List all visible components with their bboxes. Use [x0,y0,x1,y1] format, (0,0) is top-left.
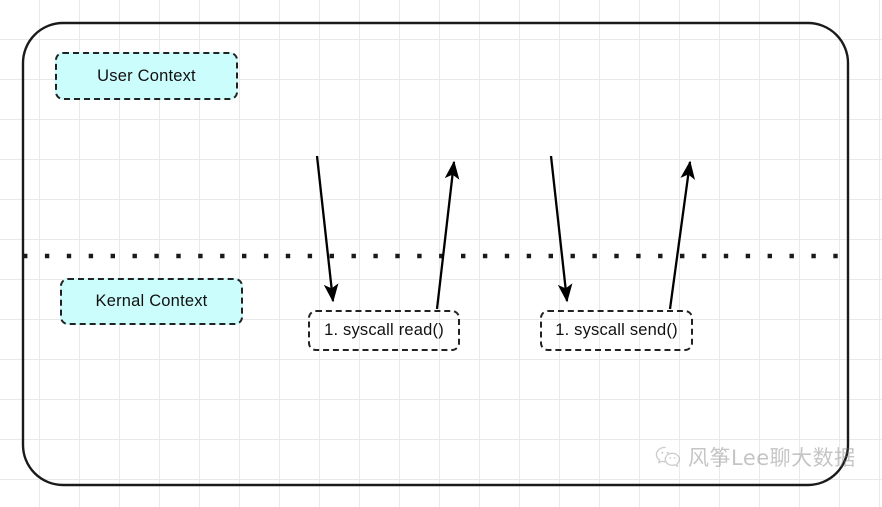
kernel-context-label: Kernal Context [95,292,208,311]
user-context-label: User Context [97,66,196,85]
arrow-read-return-user [435,160,460,310]
arrow-read-enter-kernel [315,155,339,303]
syscall-read-node[interactable]: 1. syscall read() [308,310,460,351]
arrow-send-return-user [668,160,695,310]
arrow-send-enter-kernel [549,155,573,303]
syscall-send-node[interactable]: 1. syscall send() [540,310,693,351]
kernel-context-node[interactable]: Kernal Context [60,278,243,325]
syscall-read-label: 1. syscall read() [324,321,444,340]
user-context-node[interactable]: User Context [55,52,238,100]
syscall-send-label: 1. syscall send() [555,321,678,340]
